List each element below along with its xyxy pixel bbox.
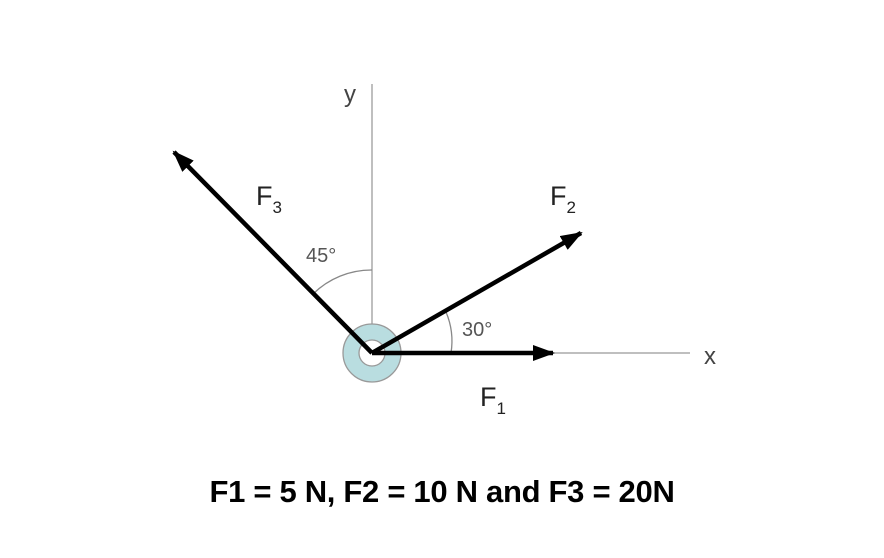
angle-arc-30 [445,311,453,354]
angle-label-30: 30° [462,319,492,341]
f1-label: F1 [480,382,506,418]
f3-label: F3 [256,181,282,217]
force-arrow-f3 [172,150,374,355]
force-arrow-f2 [370,231,583,355]
f2-label: F2 [550,181,576,217]
angle-label-45: 45° [306,245,336,267]
y-axis-label: y [344,81,356,108]
force-values-caption: F1 = 5 N, F2 = 10 N and F3 = 20N [209,474,675,509]
angle-arc-45 [312,269,373,295]
x-axis-label: x [704,343,716,370]
